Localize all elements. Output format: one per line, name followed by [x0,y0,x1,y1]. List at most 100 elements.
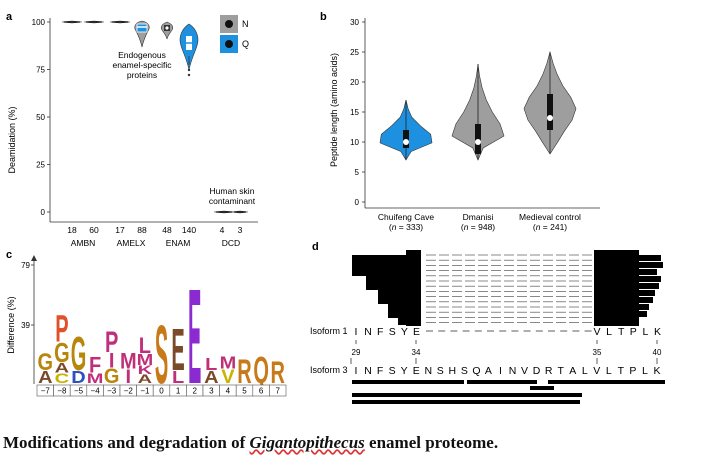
caption-prefix: Modifications and degradation of [3,433,250,452]
peptide-bar [639,262,663,268]
violin-mark [109,20,131,24]
missing-region-dashes [426,254,592,323]
annotation-contaminant: contaminant [209,196,256,206]
position-label: 2 [192,387,197,396]
logo-letter: M [120,349,137,374]
panel-b-ylabel: Peptide length (amino acids) [329,53,339,167]
position-label: 6 [259,387,264,396]
position-label: −5 [74,387,84,396]
logo-letter: A [55,360,69,376]
y-tick-label: 0 [355,198,360,207]
residue: D [533,365,541,377]
logo-letter: I [126,366,132,387]
annotation-human-skin: Human skin [210,186,255,196]
panel-c-label: c [6,249,12,261]
logo-letter: G [54,338,70,369]
violin-mark [451,63,505,161]
y-tick-label: 10 [350,138,359,147]
x-category-label: Dmanisi [463,212,494,222]
residue: T [618,365,625,377]
residue: V [593,365,600,377]
residue: H [449,365,457,377]
residue: L [606,326,612,338]
position-label: 3 [209,387,214,396]
logo-letter: S [155,307,168,401]
annotation-enamel-specific: enamel-specific [112,60,172,70]
y-tick-label: 25 [350,48,359,57]
peptide-bar [352,255,417,262]
legend-label-q: Q [242,39,249,49]
peptide-bar [352,380,464,384]
panel-b: b Peptide length (amino acids) 051015202… [320,11,600,232]
position-label-40: 40 [653,348,662,357]
x-position-label: 17 [115,225,125,235]
residue: S [389,326,396,338]
residue: L [642,326,648,338]
peptide-bar [366,276,417,283]
peptide-bar [388,311,417,318]
residue: A [485,365,492,377]
peptide-coverage-right [594,250,663,326]
logo-letter: R [270,354,285,390]
y-tick-label: 30 [350,18,359,27]
position-label: 4 [226,387,231,396]
logo-letter: M [137,351,154,368]
peptide-bar [639,276,661,282]
peptide-bar [639,297,653,303]
residue: N [364,326,372,338]
residue: A [569,365,576,377]
logo-letter: P [105,326,118,359]
y-tick-label: 0 [41,208,46,217]
logo-letter: D [71,367,85,386]
logo-letter: R [237,351,251,390]
residue: T [618,326,625,338]
residue: E [413,365,420,377]
residue: S [461,365,468,377]
residue: T [557,365,564,377]
position-label: −8 [57,387,67,396]
logo-letter: C [55,370,69,386]
logo-letter: L [172,367,184,386]
residue: L [606,365,612,377]
peptide-bar [352,262,417,269]
logo-letter: G [38,348,54,375]
panel-a-legend: N Q [220,15,249,53]
residue: P [630,326,637,338]
y-tick-label: 15 [350,108,359,117]
logo-letter: P [55,308,68,351]
residue: Y [401,326,408,338]
peptide-bar [548,380,665,384]
position-label: 5 [242,387,247,396]
y-tick-label: 25 [36,161,45,170]
peptide-bar [639,255,661,261]
logo-letter: L [139,333,151,358]
peptide-coverage-left [352,250,421,326]
panel-c-ytick-79: 79 [21,261,30,270]
peptide-bar [467,380,537,384]
peptide-bar [388,304,417,311]
panel-a-violins [61,20,249,214]
position-label-35: 35 [593,348,602,357]
panel-a-label: a [6,11,13,23]
residue: K [654,326,661,338]
peptide-bar [639,269,657,275]
residue: E [413,326,420,338]
residue: L [642,365,648,377]
x-position-label: 48 [162,225,172,235]
residue: I [355,326,358,338]
y-tick-label: 75 [36,66,45,75]
violin-mark [83,20,105,24]
logo-letter: F [89,353,101,378]
panel-b-violins [379,50,577,161]
x-protein-label: AMELX [117,238,146,248]
violin-mark [134,20,150,48]
violin-mark [160,21,174,40]
logo-letter: V [221,366,234,387]
position-box [269,384,287,397]
x-category-n: (n = 241) [533,222,567,232]
legend-label-n: N [242,19,249,29]
